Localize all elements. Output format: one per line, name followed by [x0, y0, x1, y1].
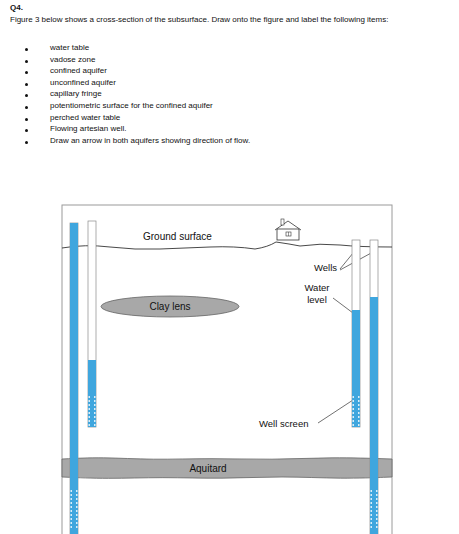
bullet-item: water table [50, 43, 89, 54]
bullet-dot [25, 83, 28, 86]
bullet-item: unconfined aquifer [50, 78, 116, 89]
bullet-dot [25, 71, 28, 74]
well-casing [88, 221, 96, 427]
question-number: Q4. [10, 3, 23, 14]
ground-surface-label: Ground surface [143, 230, 212, 244]
house-symbol [275, 219, 301, 240]
bullet-dot [25, 106, 28, 109]
well-screen-label: Well screen [259, 418, 308, 431]
ground-surface-line [62, 242, 392, 249]
bullet-item: Draw an arrow in both aquifers showing d… [50, 136, 250, 147]
bullet-item: potentiometric surface for the confined … [50, 101, 213, 112]
bullet-item: vadose zone [50, 55, 95, 66]
figure-frame [62, 205, 392, 534]
wells-label: Wells [314, 262, 337, 275]
leader-lines [318, 247, 373, 423]
bullet-dot [25, 94, 28, 97]
bullet-item: perched water table [50, 113, 120, 124]
well-casing [370, 240, 378, 534]
bullet-item: confined aquifer [50, 66, 107, 77]
clay-lens: Clay lens [100, 295, 240, 318]
bullet-dot [25, 60, 28, 63]
well-casing [70, 223, 78, 534]
well-casing [352, 240, 360, 427]
bullet-dot [25, 129, 28, 132]
node-outline [62, 456, 392, 480]
layer-label: Aquitard [189, 463, 226, 474]
aquitard-band: Aquitard [62, 456, 392, 480]
layer-label: Clay lens [149, 301, 190, 312]
bullet-item: capillary fringe [50, 89, 102, 100]
bullet-dot [25, 141, 28, 144]
bullet-dot [25, 48, 28, 51]
water-level-label: Water level [300, 282, 334, 307]
question-text: Figure 3 below shows a cross-section of … [10, 15, 452, 26]
bullet-item: Flowing artesian well. [50, 124, 126, 135]
bullet-dot [25, 118, 28, 121]
